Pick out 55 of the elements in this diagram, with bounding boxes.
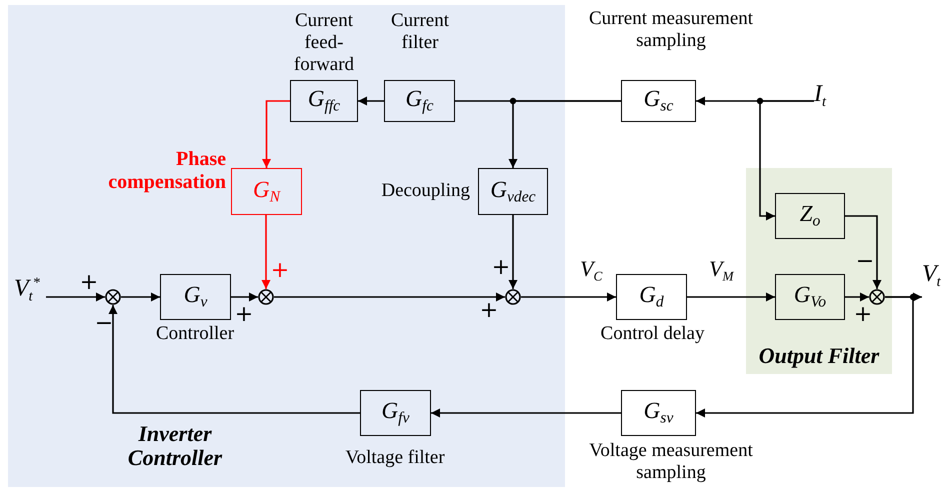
block-caption: Phase compensation bbox=[107, 148, 226, 194]
region-title: Inverter Controller bbox=[126, 422, 224, 470]
transfer-function-block: G$_{fc}$ bbox=[384, 80, 455, 122]
region-panel bbox=[746, 168, 892, 374]
sign-label: + bbox=[492, 257, 510, 279]
transfer-function-block: G$_{d}$ bbox=[616, 274, 687, 320]
transfer-function-block: G$_{N}$ bbox=[231, 168, 302, 215]
signal-label: V$_{t}$ bbox=[922, 262, 946, 297]
arrow bbox=[231, 292, 258, 302]
transfer-function-block: G$_{fv}$ bbox=[360, 390, 431, 436]
arrow bbox=[696, 296, 914, 418]
transfer-function-block: G$_{v}$ bbox=[160, 274, 231, 320]
arrow bbox=[358, 96, 384, 106]
sign-label: + bbox=[80, 272, 98, 294]
transfer-function-block: G$_{vdec}$ bbox=[478, 168, 548, 215]
sign-label: − bbox=[856, 251, 874, 273]
arrow bbox=[121, 292, 160, 302]
summing-junction bbox=[258, 289, 274, 305]
region-title: Output Filter bbox=[758, 344, 880, 368]
transfer-function-block: G$_{Vo}$ bbox=[775, 274, 845, 320]
summing-junction bbox=[105, 289, 121, 305]
arrow bbox=[431, 408, 621, 418]
arrow bbox=[274, 292, 505, 302]
block-caption: Current feed-forward bbox=[292, 10, 356, 76]
arrow bbox=[521, 292, 616, 302]
block-caption: Decoupling bbox=[380, 180, 470, 202]
arrow bbox=[508, 215, 518, 289]
block-caption: Current measurement sampling bbox=[588, 8, 754, 52]
summing-junction bbox=[869, 289, 885, 305]
transfer-function-block: G$_{ffc}$ bbox=[290, 80, 358, 122]
block-caption: Controller bbox=[154, 323, 236, 345]
arrow bbox=[108, 305, 360, 414]
arrow bbox=[46, 292, 105, 302]
arrow bbox=[759, 100, 814, 220]
block-caption: Control delay bbox=[600, 323, 706, 345]
block-caption: Current filter bbox=[390, 10, 450, 54]
signal-label: I$_{t}$ bbox=[814, 82, 844, 120]
block-caption: Voltage measurement sampling bbox=[588, 440, 754, 484]
sign-label: + bbox=[270, 260, 290, 282]
arrow bbox=[262, 100, 290, 168]
arrow bbox=[508, 100, 621, 168]
block-caption: Voltage filter bbox=[344, 447, 446, 469]
arrow bbox=[845, 292, 869, 302]
transfer-function-block: Z$_{o}$ bbox=[775, 193, 845, 239]
arrow bbox=[687, 292, 775, 302]
sign-label: + bbox=[480, 300, 498, 322]
transfer-function-block: G$_{sc}$ bbox=[621, 80, 696, 122]
sign-label: + bbox=[854, 304, 872, 326]
sign-label: − bbox=[94, 313, 114, 335]
region-panel bbox=[8, 5, 565, 487]
arrow bbox=[845, 215, 882, 289]
summing-junction bbox=[505, 289, 521, 305]
transfer-function-block: G$_{sv}$ bbox=[621, 390, 696, 436]
arrow bbox=[262, 215, 270, 289]
sign-label: + bbox=[234, 304, 254, 326]
